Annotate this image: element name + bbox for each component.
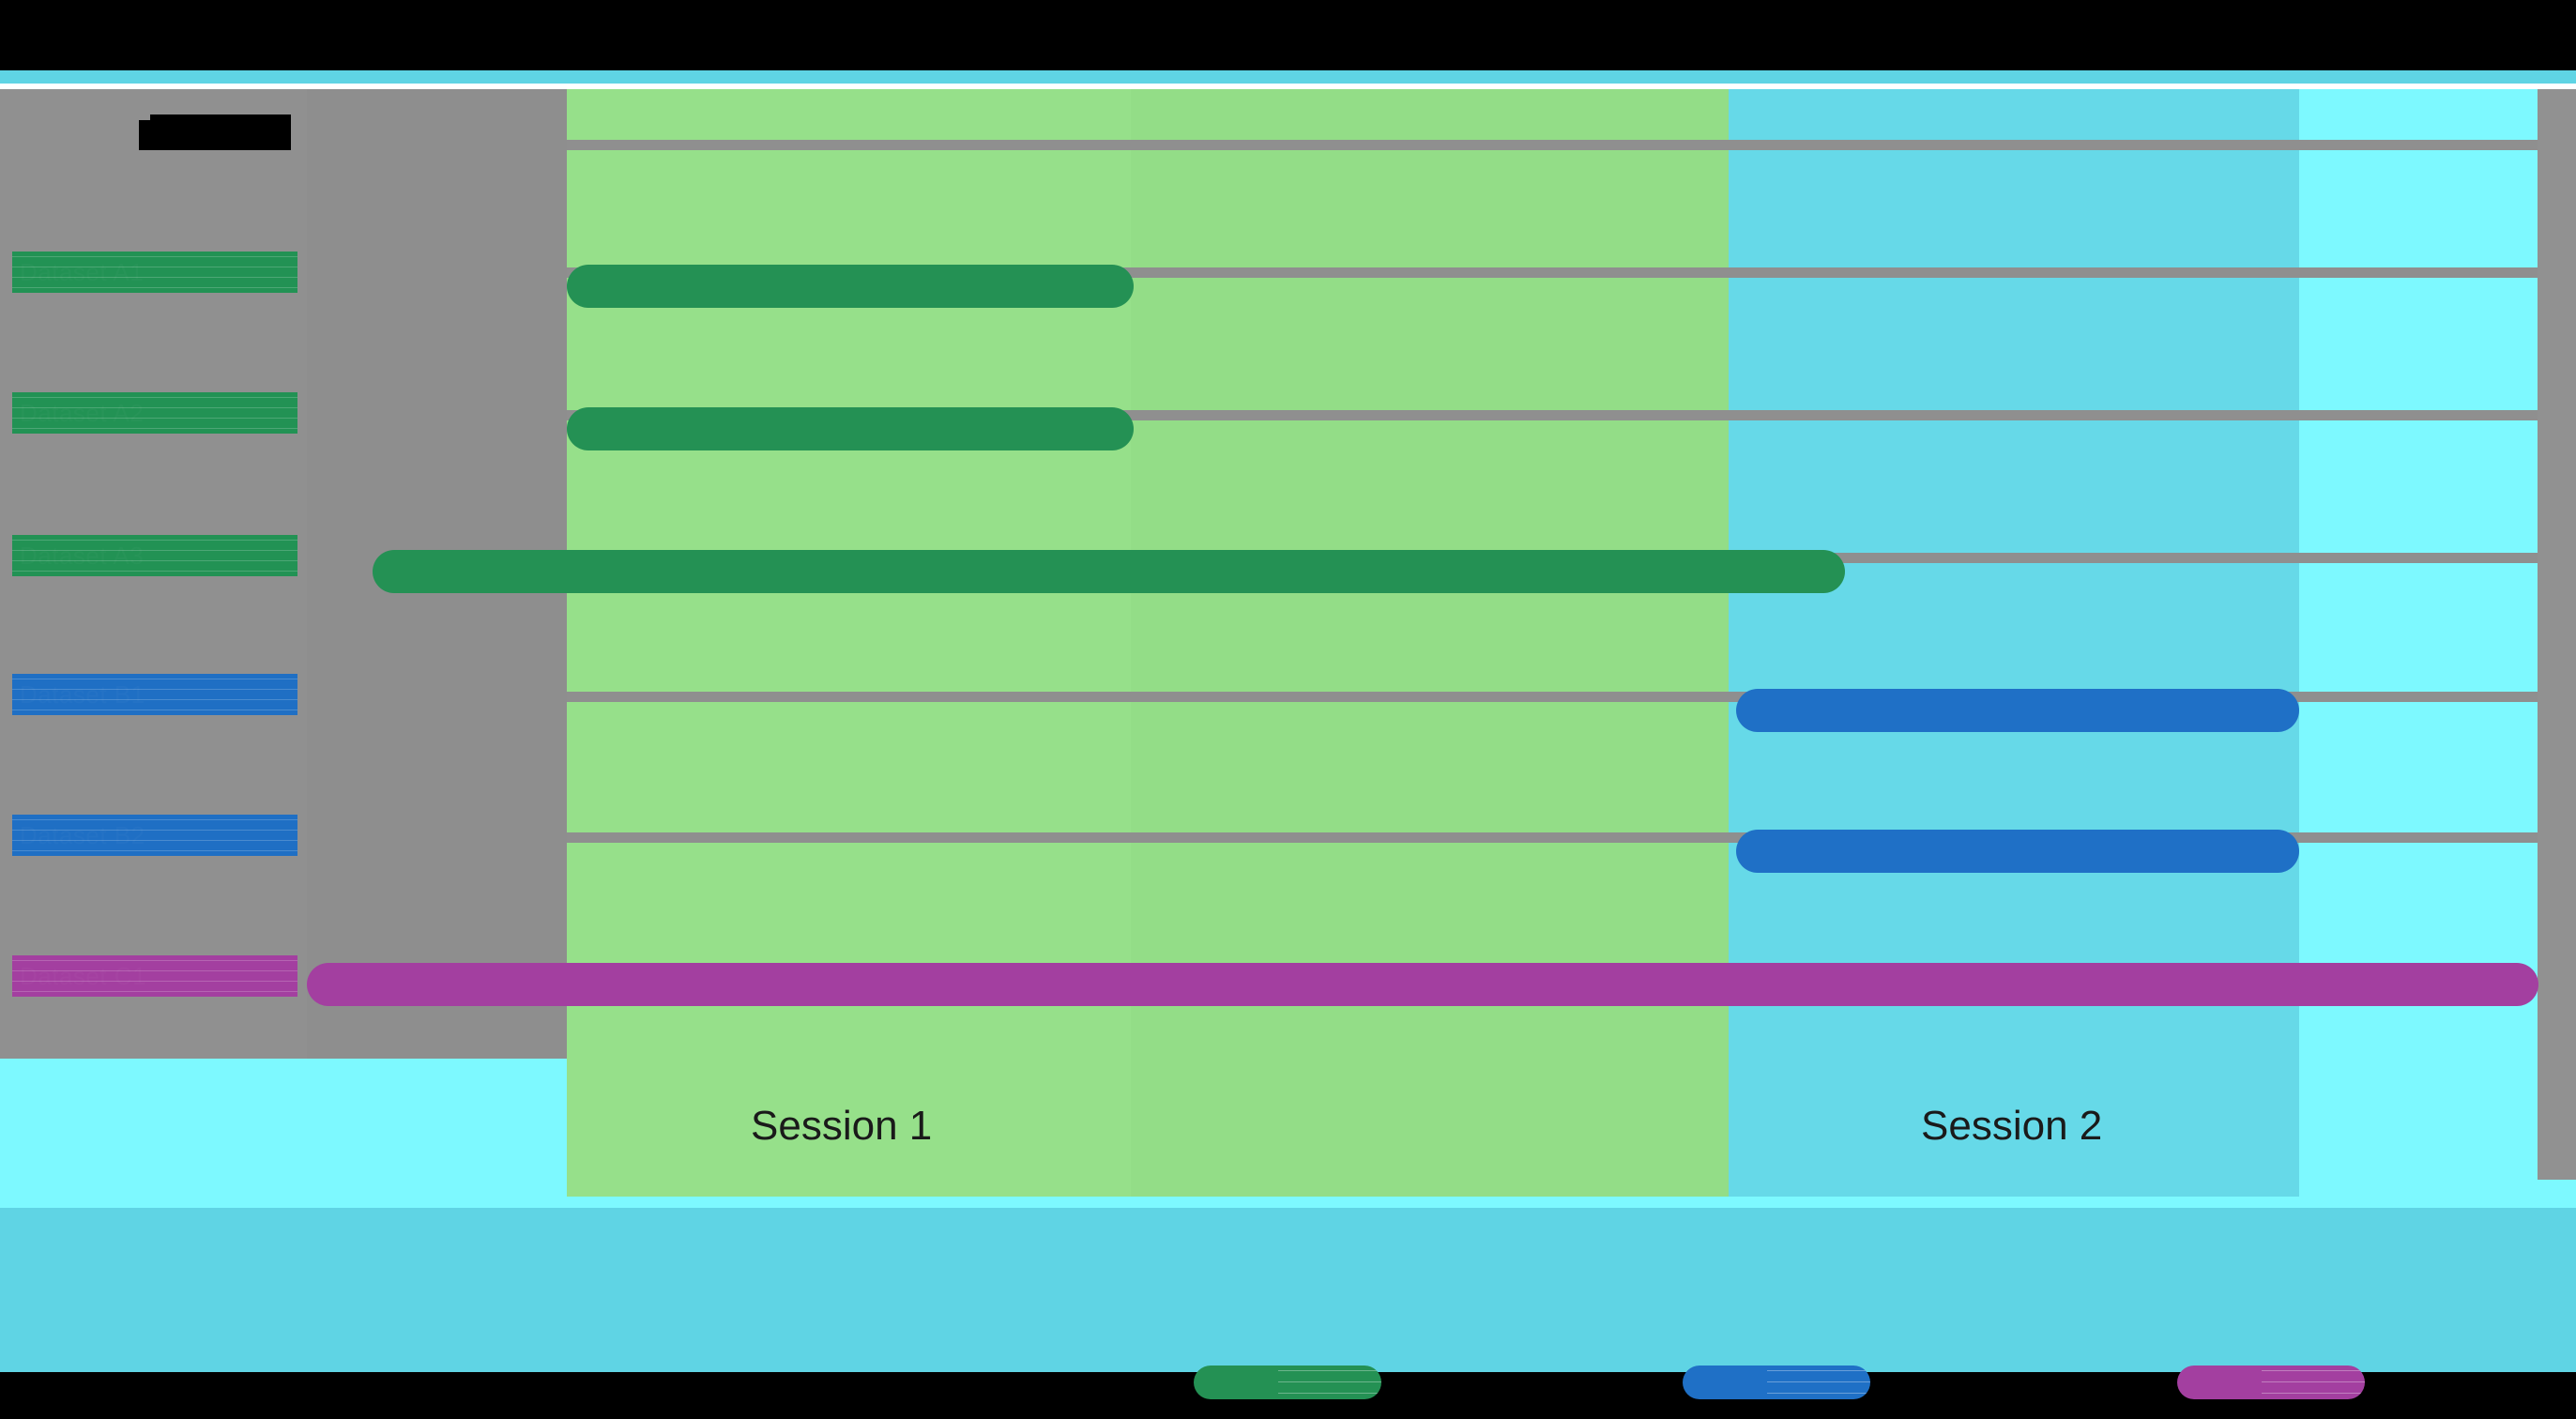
bar-dataset-b2[interactable] xyxy=(1736,830,2299,873)
track-row-5 xyxy=(567,832,2538,843)
row-label-dataset-a3: Dataset A3 xyxy=(12,535,297,576)
track-row-4 xyxy=(567,692,2538,702)
session-band-1-shade xyxy=(1131,84,1729,1197)
track-row-0 xyxy=(567,140,2538,150)
session-band-3 xyxy=(2299,84,2576,1197)
bar-dataset-a2[interactable] xyxy=(567,407,1134,450)
bar-dataset-c1[interactable] xyxy=(307,963,2538,1006)
top-rule-highlight xyxy=(0,84,2576,89)
legend-swatch-group-b[interactable]: Group B xyxy=(1683,1366,1870,1399)
redaction-scanlines xyxy=(2262,1366,2365,1399)
redaction-scanlines xyxy=(1278,1366,1381,1399)
track-row-2 xyxy=(567,410,2538,420)
row-label-dataset-a2: Dataset A2 xyxy=(12,392,297,434)
bar-dataset-b1[interactable] xyxy=(1736,689,2299,732)
session-1-caption: Session 1 xyxy=(751,1103,933,1149)
bar-dataset-a3[interactable] xyxy=(373,550,1845,593)
bar-dataset-a1[interactable] xyxy=(567,265,1134,308)
top-rule xyxy=(0,70,2576,84)
session-band-2 xyxy=(1729,84,2299,1197)
row-label-dataset-c1: Dataset C1 xyxy=(12,955,297,997)
right-gutter xyxy=(2538,89,2576,1180)
legend-swatch-group-a[interactable]: Group A xyxy=(1194,1366,1381,1399)
page-title: [REDACTED] xyxy=(139,114,291,150)
track-row-1 xyxy=(567,267,2538,278)
top-letterbox xyxy=(0,0,2576,70)
row-label-dataset-b2: Dataset B2 xyxy=(12,815,297,856)
redaction-scanlines xyxy=(1767,1366,1870,1399)
session-2-caption: Session 2 xyxy=(1921,1103,2103,1149)
row-label-dataset-b1: Dataset B1 xyxy=(12,674,297,715)
legend-swatch-group-c[interactable]: Group C xyxy=(2177,1366,2365,1399)
footer-band xyxy=(0,1208,2576,1372)
row-label-dataset-a1: Dataset A1 xyxy=(12,252,297,293)
